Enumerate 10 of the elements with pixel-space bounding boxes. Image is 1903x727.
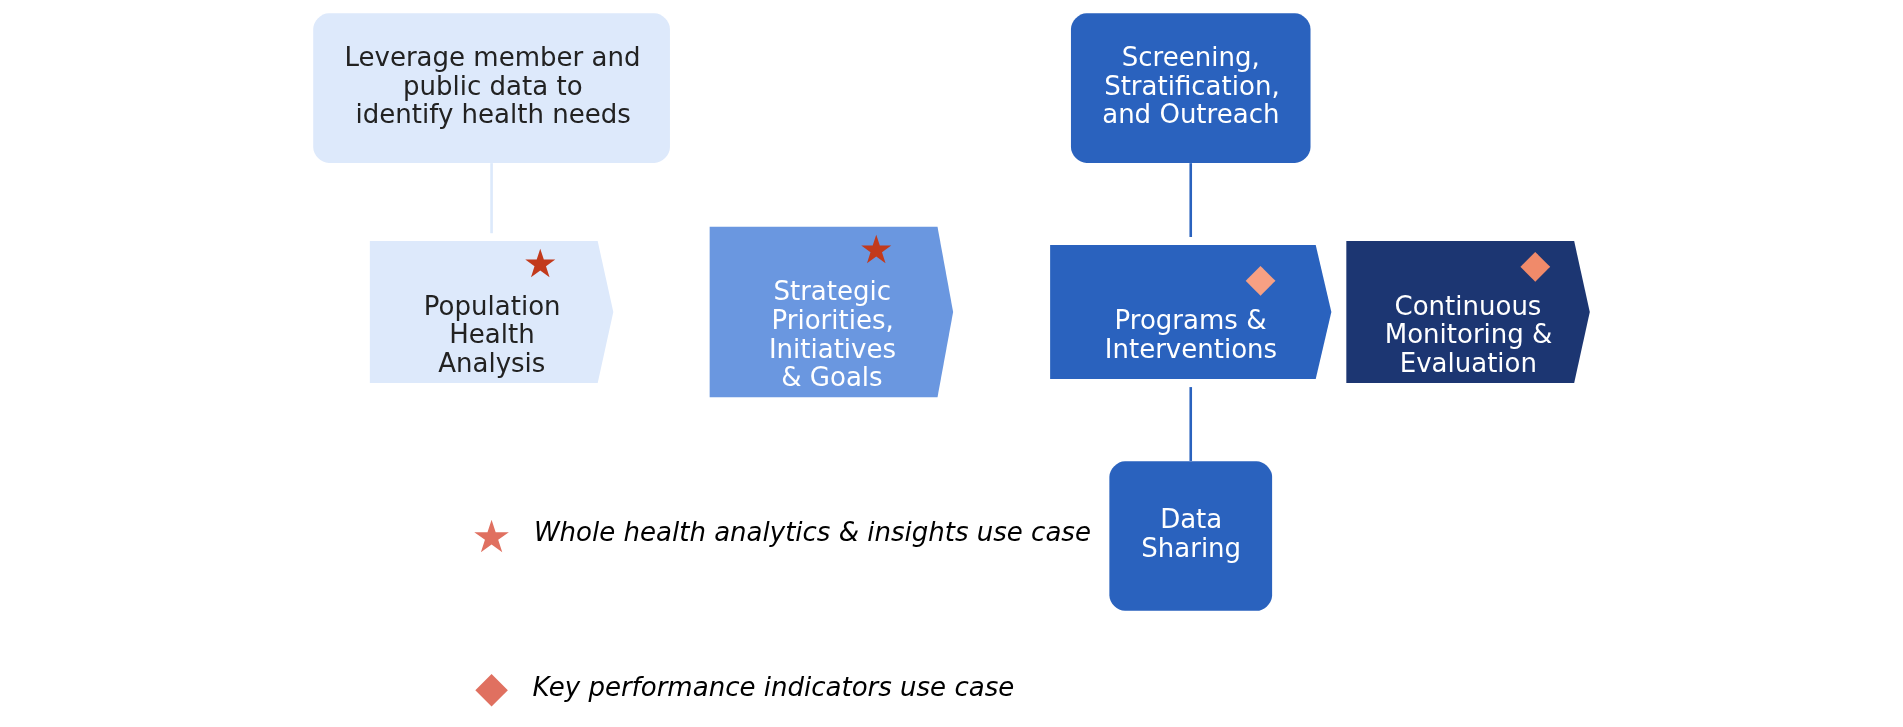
node-star	[474, 519, 509, 553]
node-diamond	[475, 674, 508, 707]
legend-label: Whole health analytics & insights use case	[533, 517, 1091, 548]
node-box: Leverage member and public data to identify health needs	[313, 13, 670, 163]
node-box: Screening, Stratification, and Outreach	[1070, 13, 1311, 163]
node-box: Data Sharing	[1109, 461, 1273, 611]
connector	[1189, 387, 1193, 461]
connector	[490, 163, 493, 234]
legend-label: Key performance indicators use case	[532, 671, 1015, 702]
connector	[1189, 163, 1193, 237]
